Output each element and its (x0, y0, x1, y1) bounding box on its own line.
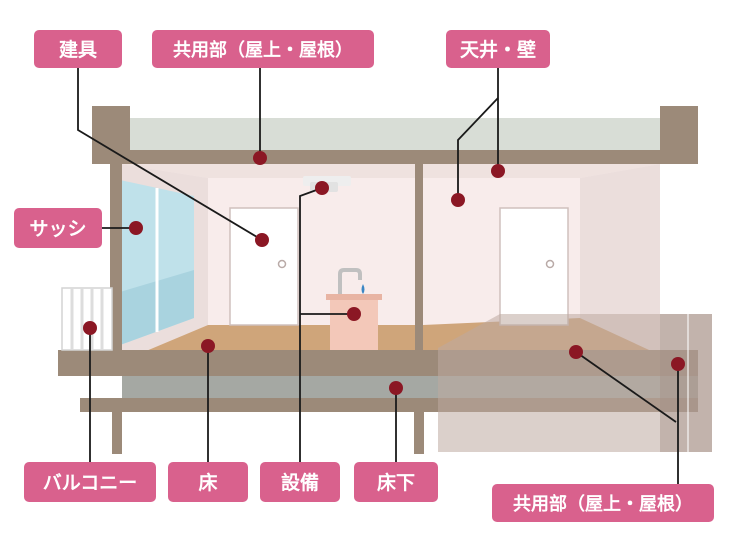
label-balcony: バルコニー (24, 462, 156, 502)
dot-common-bottom-a (569, 345, 583, 359)
common-area-overlay (438, 314, 712, 452)
label-balcony-text: バルコニー (43, 472, 138, 494)
dot-underfloor (389, 381, 403, 395)
label-fixtures: 建具 (34, 30, 122, 68)
dot-sash (129, 221, 143, 235)
center-column (415, 150, 423, 364)
dot-equipment-vent (315, 181, 329, 195)
pillar-left (112, 410, 122, 454)
leader-lines (77, 68, 679, 484)
dot-ceiling (491, 164, 505, 178)
label-common-bottom: 共用部（屋上・屋根） (492, 484, 714, 522)
label-boxes: 建具 共用部（屋上・屋根） 天井・壁 サッシ バルコニー 床 設備 床下 (14, 30, 714, 522)
ceiling-beam (92, 150, 698, 164)
label-common-bottom-text: 共用部（屋上・屋根） (513, 493, 693, 515)
leader-wall (457, 97, 499, 200)
dot-equipment-sink (347, 307, 361, 321)
left-wall-column (110, 150, 122, 364)
dot-fixtures (255, 233, 269, 247)
roof-slab (130, 118, 660, 152)
label-sash: サッシ (14, 208, 102, 248)
label-equipment: 設備 (260, 462, 340, 502)
label-common-top-text: 共用部（屋上・屋根） (173, 39, 353, 61)
label-equipment-text: 設備 (281, 471, 319, 494)
right-room-ceiling (423, 164, 660, 178)
leader-fixtures (77, 68, 263, 241)
dot-floor (201, 339, 215, 353)
label-ceiling-wall: 天井・壁 (446, 30, 550, 68)
right-door (499, 207, 569, 326)
dot-balcony (83, 321, 97, 335)
label-sash-text: サッシ (29, 218, 86, 240)
label-underfloor-text: 床下 (377, 471, 415, 494)
leader-common-bottom-a (575, 351, 677, 423)
label-fixtures-text: 建具 (59, 38, 97, 61)
left-room-ceiling (120, 164, 415, 178)
pillar-center (414, 410, 424, 454)
building-cross-section (58, 106, 712, 454)
label-underfloor: 床下 (354, 462, 438, 502)
right-room-side-wall (580, 164, 660, 355)
leader-equipment-vent (299, 187, 323, 462)
dot-wall (451, 193, 465, 207)
label-common-top: 共用部（屋上・屋根） (152, 30, 374, 68)
label-ceiling-wall-text: 天井・壁 (460, 38, 536, 61)
balcony-railing (61, 287, 113, 351)
left-door (229, 207, 299, 326)
dot-common-top (253, 151, 267, 165)
frame-right-top (660, 106, 698, 164)
label-floor: 床 (168, 462, 248, 502)
marker-dots (83, 151, 685, 395)
label-floor-text: 床 (198, 471, 217, 494)
dot-common-bottom-b (671, 357, 685, 371)
